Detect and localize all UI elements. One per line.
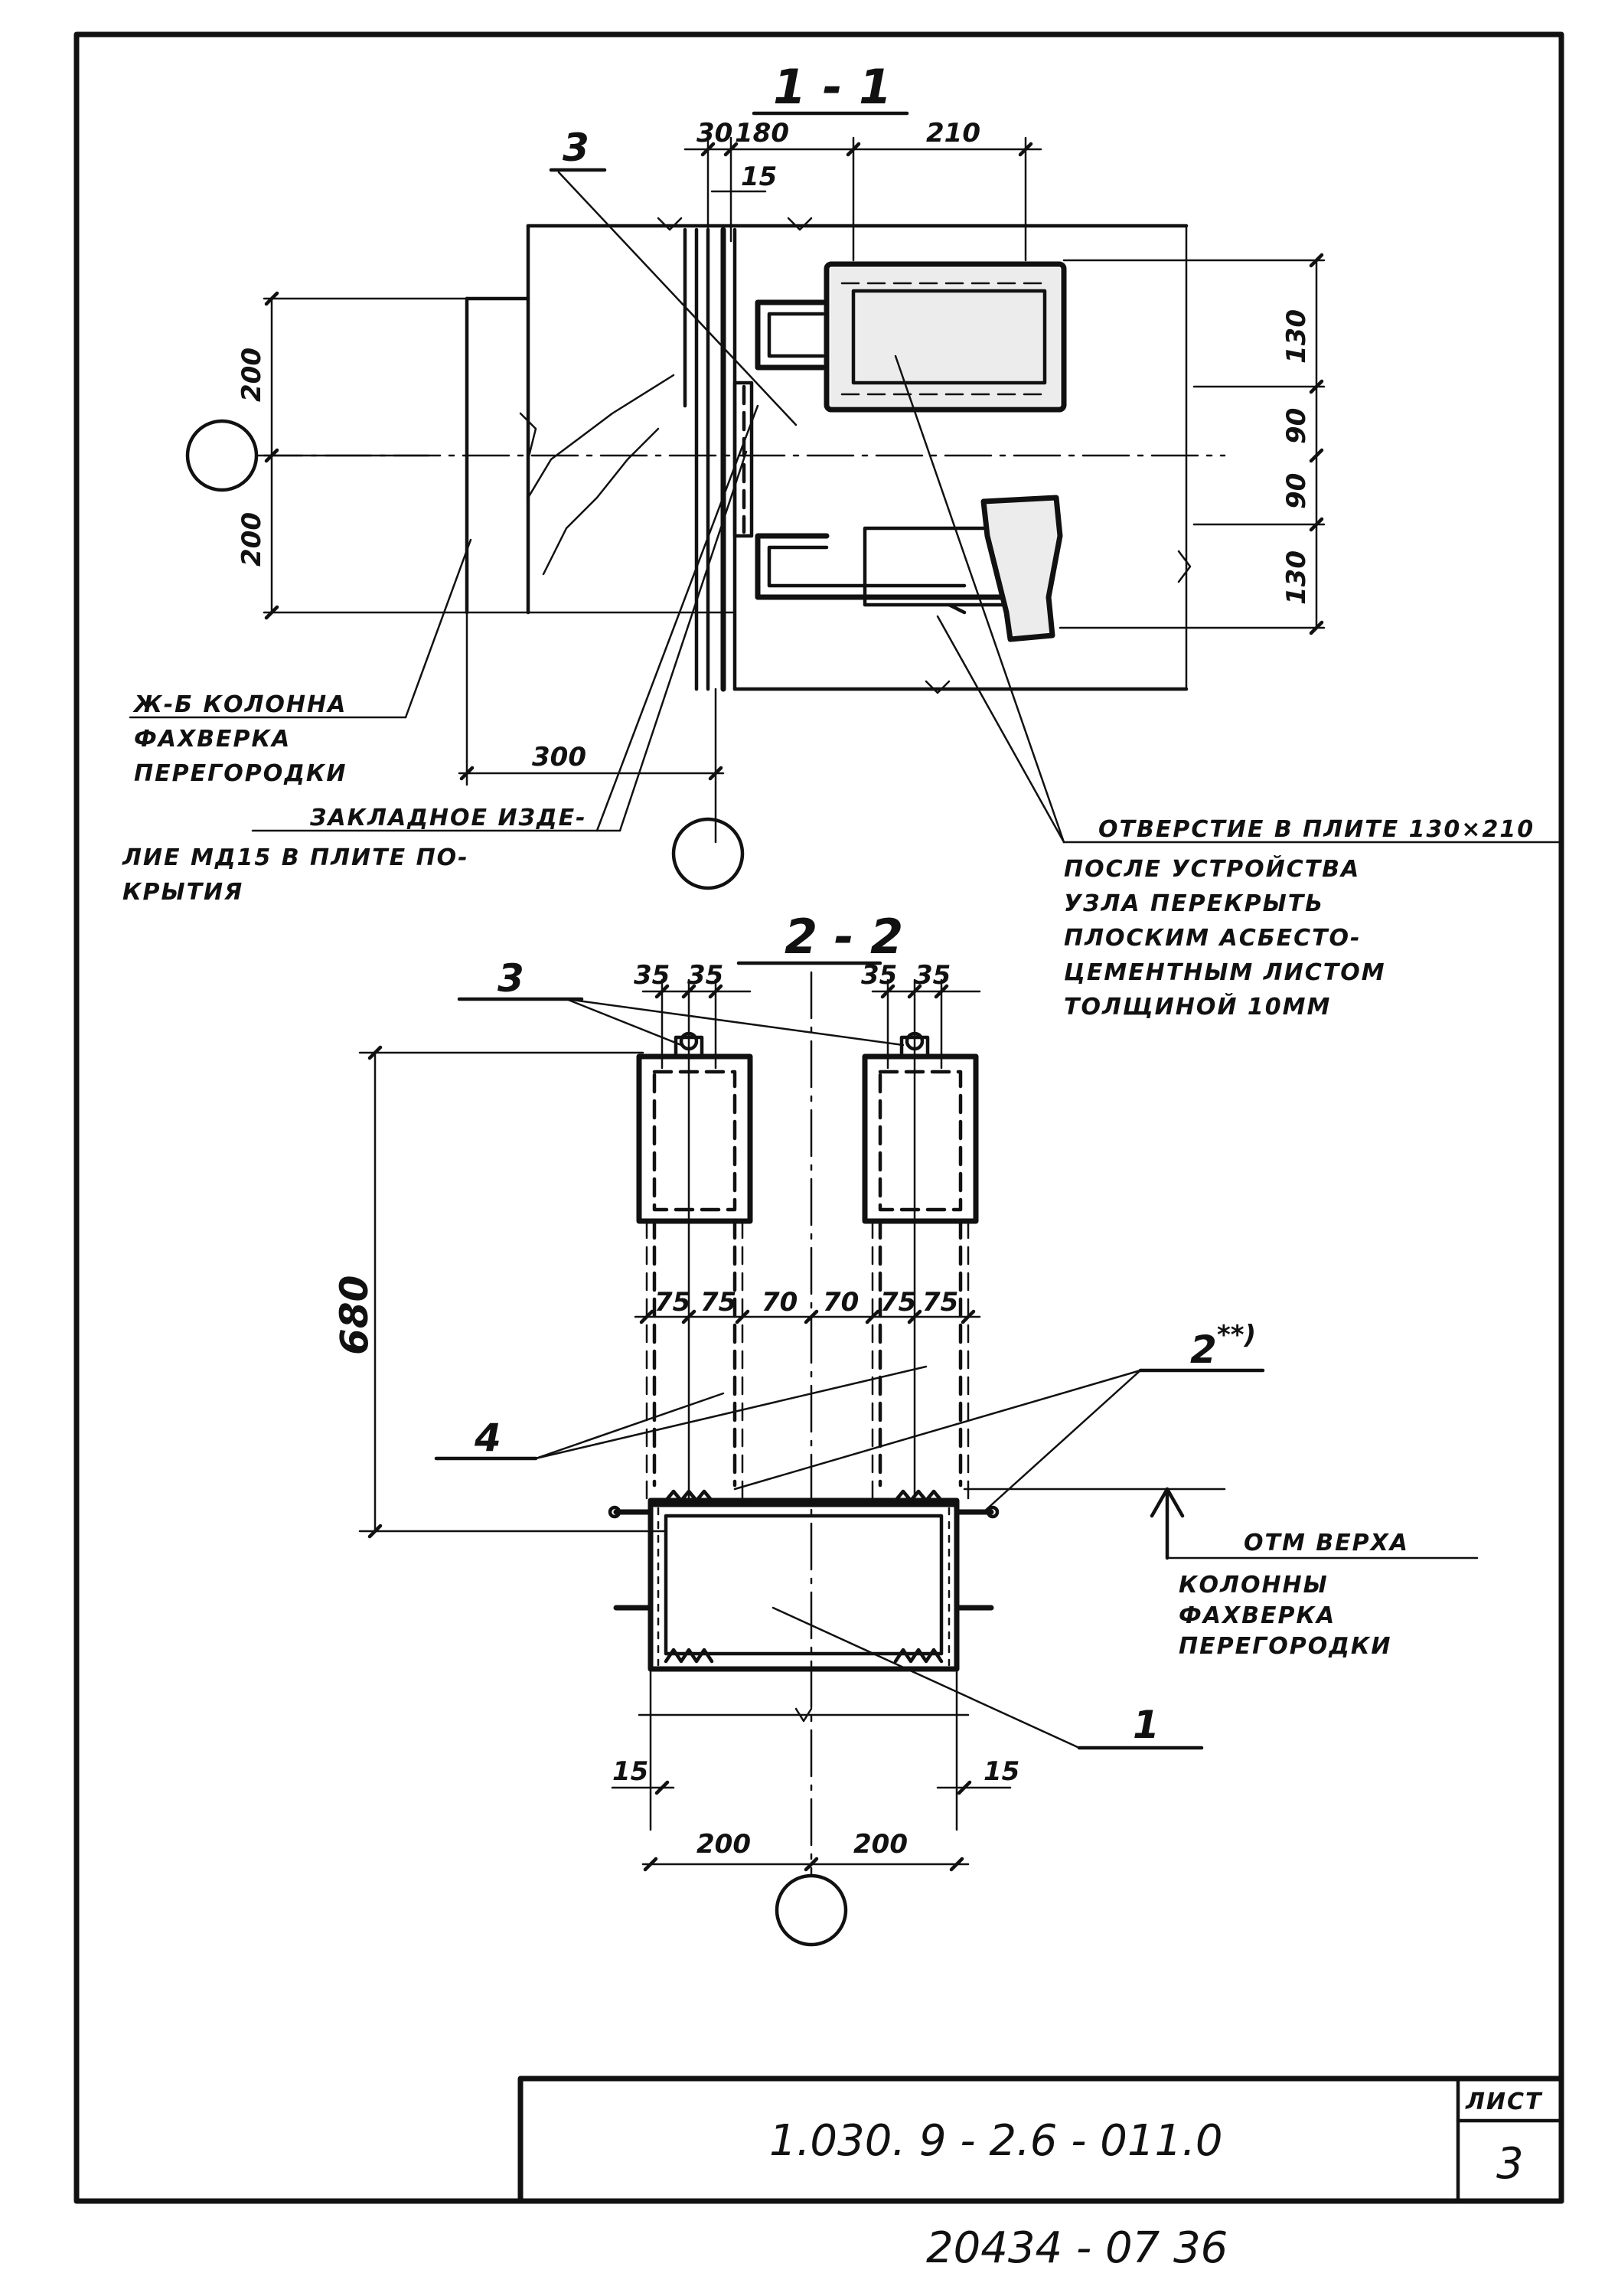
dim-35-a: 35 bbox=[634, 960, 670, 991]
dim-200-right: 200 bbox=[853, 1829, 908, 1860]
dim-130-bottom: 130 bbox=[1281, 550, 1312, 605]
note-opening-line2: ПОСЛЕ УСТРОЙСТВА bbox=[1064, 855, 1360, 883]
sheet-number: 3 bbox=[1496, 2139, 1524, 2189]
callout-4: 4 bbox=[474, 1416, 501, 1460]
rc-column bbox=[465, 217, 1189, 615]
callout-2-superscript: **) bbox=[1217, 1320, 1256, 1350]
note-column-line1: Ж-Б КОЛОННА bbox=[132, 691, 347, 718]
dim-75-d: 75 bbox=[922, 1287, 958, 1318]
note-column-line2: ФАХВЕРКА bbox=[134, 726, 291, 753]
note-elevation-line4: ПЕРЕГОРОДКИ bbox=[1179, 1633, 1392, 1660]
dim-90-top: 90 bbox=[1281, 408, 1312, 444]
dim-15-right: 15 bbox=[984, 1756, 1019, 1787]
dim-35-d: 35 bbox=[915, 960, 951, 991]
note-embedded-line2: ЛИЕ МД15 В ПЛИТЕ ПО- bbox=[122, 844, 469, 871]
dim-15-left: 15 bbox=[612, 1756, 648, 1787]
footer-number: 20434 - 07 36 bbox=[926, 2223, 1228, 2273]
note-opening: ОТВЕРСТИЕ В ПЛИТЕ 130×210 ПОСЛЕ УСТРОЙСТ… bbox=[1064, 816, 1535, 1021]
dim-130-top: 130 bbox=[1281, 309, 1312, 364]
dim-75-a: 75 bbox=[654, 1287, 690, 1318]
note-column-line3: ПЕРЕГОРОДКИ bbox=[134, 760, 347, 787]
dim-30: 30 bbox=[696, 118, 732, 149]
note-opening-line1: ОТВЕРСТИЕ В ПЛИТЕ 130×210 bbox=[1098, 816, 1535, 843]
note-elevation-line2: КОЛОННЫ bbox=[1179, 1572, 1329, 1599]
dim-180: 180 bbox=[735, 118, 789, 149]
note-elevation: ОТМ ВЕРХА КОЛОННЫ ФАХВЕРКА ПЕРЕГОРОДКИ bbox=[1179, 1530, 1409, 1660]
note-column: Ж-Б КОЛОННА ФАХВЕРКА ПЕРЕГОРОДКИ bbox=[132, 691, 347, 787]
callout-2: 2 bbox=[1190, 1328, 1217, 1372]
dim-70-b: 70 bbox=[823, 1287, 859, 1318]
note-opening-line4: ПЛОСКИМ АСБЕСТО- bbox=[1064, 925, 1362, 952]
note-elevation-line1: ОТМ ВЕРХА bbox=[1244, 1530, 1409, 1556]
slab-layers bbox=[683, 227, 1189, 694]
dim-680: 680 bbox=[332, 1275, 377, 1355]
slab-opening bbox=[755, 261, 1067, 642]
axis-bubble-2-2 bbox=[775, 1873, 848, 1947]
section-1-1: 1 - 1 30 180 210 15 200 200 bbox=[129, 59, 1563, 890]
note-elevation-line3: ФАХВЕРКА bbox=[1179, 1602, 1336, 1629]
dim-200-left: 200 bbox=[696, 1829, 751, 1860]
dim-15: 15 bbox=[741, 162, 777, 192]
section-2-2-title: 2 - 2 bbox=[785, 909, 903, 965]
dim-200-top: 200 bbox=[237, 348, 267, 402]
title-block-text: 1.030. 9 - 2.6 - 011.0 ЛИСТ 3 bbox=[769, 2089, 1543, 2189]
dim-90-bottom: 90 bbox=[1281, 473, 1312, 509]
note-opening-line3: УЗЛА ПЕРЕКРЫТЬ bbox=[1064, 890, 1324, 917]
dim-210: 210 bbox=[926, 118, 980, 149]
dim-70-a: 70 bbox=[762, 1287, 798, 1318]
dim-200-bottom: 200 bbox=[237, 512, 267, 567]
dim-300: 300 bbox=[532, 742, 586, 772]
axis-bubble-1-1 bbox=[671, 817, 745, 890]
dim-35-b: 35 bbox=[687, 960, 723, 991]
axis-bubble-left bbox=[185, 419, 259, 492]
note-embedded-line3: КРЫТИЯ bbox=[122, 879, 243, 906]
note-opening-line6: ТОЛЩИНОЙ 10ММ bbox=[1064, 993, 1331, 1021]
title-block bbox=[517, 2076, 1564, 2204]
section-1-1-title: 1 - 1 bbox=[773, 59, 892, 115]
note-opening-line5: ЦЕМЕНТНЫМ ЛИСТОМ bbox=[1064, 959, 1386, 986]
callout-3-top: 3 bbox=[563, 126, 589, 170]
drawing-code: 1.030. 9 - 2.6 - 011.0 bbox=[769, 2116, 1223, 2166]
callout-3-section2: 3 bbox=[497, 956, 524, 1001]
dim-35-c: 35 bbox=[861, 960, 897, 991]
post-left bbox=[636, 1031, 753, 1506]
note-embedded-line1: ЗАКЛАДНОЕ ИЗДЕ- bbox=[309, 805, 587, 831]
note-embedded-part: ЗАКЛАДНОЕ ИЗДЕ- ЛИЕ МД15 В ПЛИТЕ ПО- КРЫ… bbox=[122, 805, 587, 906]
post-right bbox=[862, 1031, 979, 1506]
column-body bbox=[648, 1497, 960, 1672]
sheet-frame bbox=[73, 31, 1564, 2204]
dim-75-b: 75 bbox=[700, 1287, 736, 1318]
dim-75-c: 75 bbox=[880, 1287, 916, 1318]
sheet-label: ЛИСТ bbox=[1465, 2089, 1543, 2115]
column-head bbox=[608, 1489, 1000, 1672]
section-2-2: 2 - 2 35 35 35 35 680 bbox=[332, 909, 1479, 1947]
callout-1: 1 bbox=[1133, 1703, 1160, 1747]
